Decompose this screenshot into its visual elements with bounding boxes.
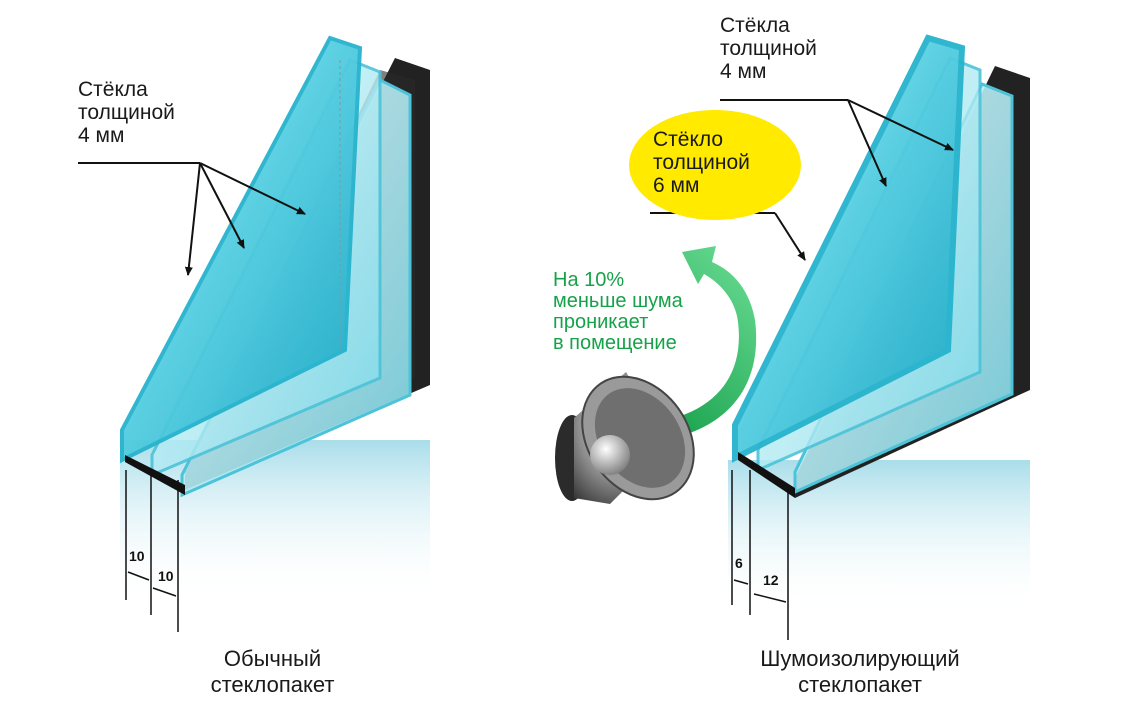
noise-note-line-3: проникает (553, 311, 649, 333)
left-glass-pointers (78, 162, 306, 276)
right-glass-label-line-3: 4 мм (720, 60, 767, 83)
left-pane-outer (120, 35, 363, 464)
right-glass-label-line-1: Стёкла (720, 14, 790, 37)
noise-note-line-4: в помещение (553, 332, 677, 354)
left-dim-arrow-1 (127, 571, 150, 581)
right-caption: Шумоизолирующий стеклопакет (730, 646, 990, 698)
left-pointer-3 (199, 162, 306, 215)
left-gap-1-value: 10 (129, 548, 145, 564)
thick-glass-label-line-1: Стёкло (653, 128, 724, 151)
thick-glass-label: Стёкло толщиной 6 мм (653, 128, 750, 197)
left-dim-arrow-2 (152, 587, 177, 597)
right-pointer-2 (847, 99, 954, 151)
left-glass-label-line-3: 4 мм (78, 124, 125, 147)
right-reflection (728, 460, 1030, 610)
noise-note-line-2: меньше шума (553, 290, 683, 312)
left-glass-label-line-2: толщиной (78, 101, 175, 124)
left-caption: Обычный стеклопакет (180, 646, 365, 698)
right-spacer-bottom (738, 452, 795, 498)
thick-glass-highlight (629, 110, 801, 220)
right-caption-line-1: Шумоизолирующий (760, 646, 960, 671)
thick-glass-label-line-3: 6 мм (653, 174, 700, 197)
left-glass-label: Стёкла толщиной 4 мм (78, 78, 175, 147)
right-glass-label: Стёкла толщиной 4 мм (720, 14, 817, 83)
right-pointer-1 (847, 99, 887, 187)
left-caption-line-1: Обычный (223, 646, 322, 671)
left-dimensions (125, 470, 179, 632)
right-dim-arrow-2 (753, 593, 787, 603)
speaker-icon (555, 372, 695, 504)
right-dim-arrow-1 (733, 579, 749, 585)
right-glass-label-line-2: толщиной (720, 37, 817, 60)
left-gap-2-value: 10 (158, 568, 174, 584)
left-window-unit (120, 35, 430, 600)
left-pointer-1 (184, 162, 201, 276)
right-dimensions (731, 470, 789, 640)
right-window-unit (728, 34, 1030, 610)
noise-note: На 10% меньше шума проникает в помещение (553, 270, 683, 354)
left-spacer-bottom (125, 455, 185, 495)
left-caption-line-2: стеклопакет (210, 672, 335, 697)
right-thick-pointer (774, 212, 806, 261)
right-pane-outer-thick (732, 34, 966, 463)
left-glass-label-line-1: Стёкла (78, 78, 148, 101)
thick-glass-label-line-2: толщиной (653, 151, 750, 174)
right-gap-1-value: 6 (735, 555, 743, 571)
noise-note-line-1: На 10% (553, 269, 625, 291)
right-gap-2-value: 12 (763, 572, 779, 588)
right-caption-line-2: стеклопакет (798, 672, 922, 697)
left-pointer-2 (199, 162, 245, 249)
noise-arrow (640, 246, 757, 442)
